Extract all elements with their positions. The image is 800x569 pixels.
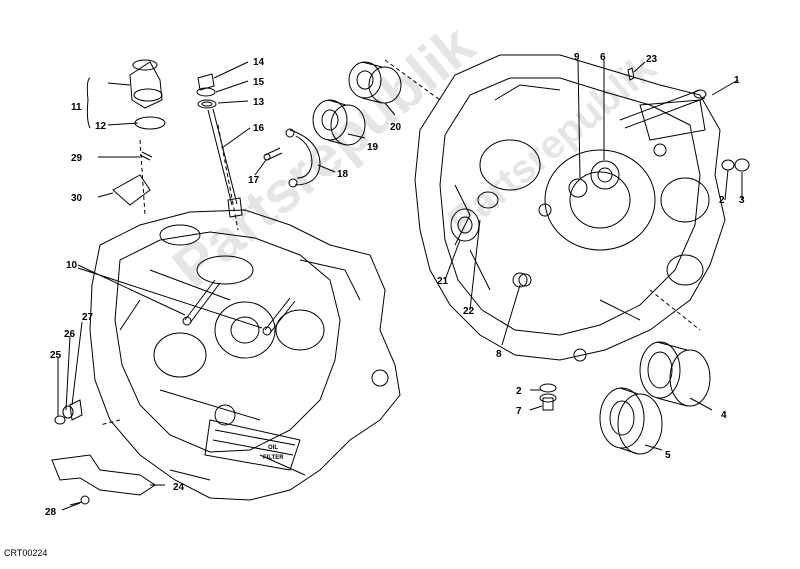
oil-label: OIL xyxy=(268,445,278,451)
callout-23: 23 xyxy=(646,54,658,65)
callout-3: 3 xyxy=(739,195,745,206)
bracket-30 xyxy=(112,151,153,206)
tube-16 xyxy=(207,108,243,218)
studs xyxy=(182,279,296,336)
callout-5: 5 xyxy=(665,450,671,461)
callout-11: 11 xyxy=(71,102,82,113)
bearing-19 xyxy=(312,99,366,146)
bracket-24 xyxy=(51,454,156,506)
bearing-21 xyxy=(450,191,532,287)
callout-25: 25 xyxy=(50,350,62,361)
callout-19: 19 xyxy=(367,142,379,153)
pin-23 xyxy=(627,67,635,81)
drain-plug-7 xyxy=(539,383,557,411)
cap-14 xyxy=(196,73,217,109)
callout-20: 20 xyxy=(390,122,402,133)
plug-3 xyxy=(721,158,750,172)
callout-22: 22 xyxy=(463,306,475,317)
callout-2: 2 xyxy=(719,195,725,206)
right-crankcase xyxy=(384,54,726,362)
callout-30: 30 xyxy=(71,193,83,204)
callout-9: 9 xyxy=(574,52,580,63)
callout-28: 28 xyxy=(45,507,57,518)
callout-6: 6 xyxy=(600,52,606,63)
callout-18: 18 xyxy=(337,169,349,180)
callout-12: 12 xyxy=(95,121,107,132)
callout-15: 15 xyxy=(253,77,265,88)
breather-11 xyxy=(86,59,166,130)
left-crankcase xyxy=(89,124,401,501)
callout-7: 7 xyxy=(516,406,522,417)
callout-17: 17 xyxy=(248,175,260,186)
callout-2b: 2 xyxy=(516,386,522,397)
callout-13: 13 xyxy=(253,97,265,108)
callout-10: 10 xyxy=(66,260,78,271)
bearing-5 xyxy=(599,387,663,455)
clamp-18 xyxy=(285,128,321,188)
stud-27 xyxy=(54,399,83,425)
screw-17 xyxy=(263,147,283,161)
callout-14: 14 xyxy=(253,57,265,68)
callout-16: 16 xyxy=(253,123,265,134)
diagram-code: CRT00224 xyxy=(4,548,48,558)
callout-24: 24 xyxy=(173,482,185,493)
callout-4: 4 xyxy=(721,410,727,421)
callout-27: 27 xyxy=(82,312,94,323)
filter-label: FILTER xyxy=(263,455,284,461)
leader-lines xyxy=(57,59,743,511)
callout-1: 1 xyxy=(734,75,740,86)
bearing-4 xyxy=(639,341,711,407)
callout-labels: 1 2 3 2 7 4 5 6 9 23 20 19 18 17 16 13 1… xyxy=(45,52,745,518)
bearing-6 xyxy=(568,160,620,198)
bearing-20 xyxy=(348,61,402,104)
callout-8: 8 xyxy=(496,349,502,360)
callout-21: 21 xyxy=(437,276,449,287)
callout-29: 29 xyxy=(71,153,83,164)
callout-26: 26 xyxy=(64,329,76,340)
